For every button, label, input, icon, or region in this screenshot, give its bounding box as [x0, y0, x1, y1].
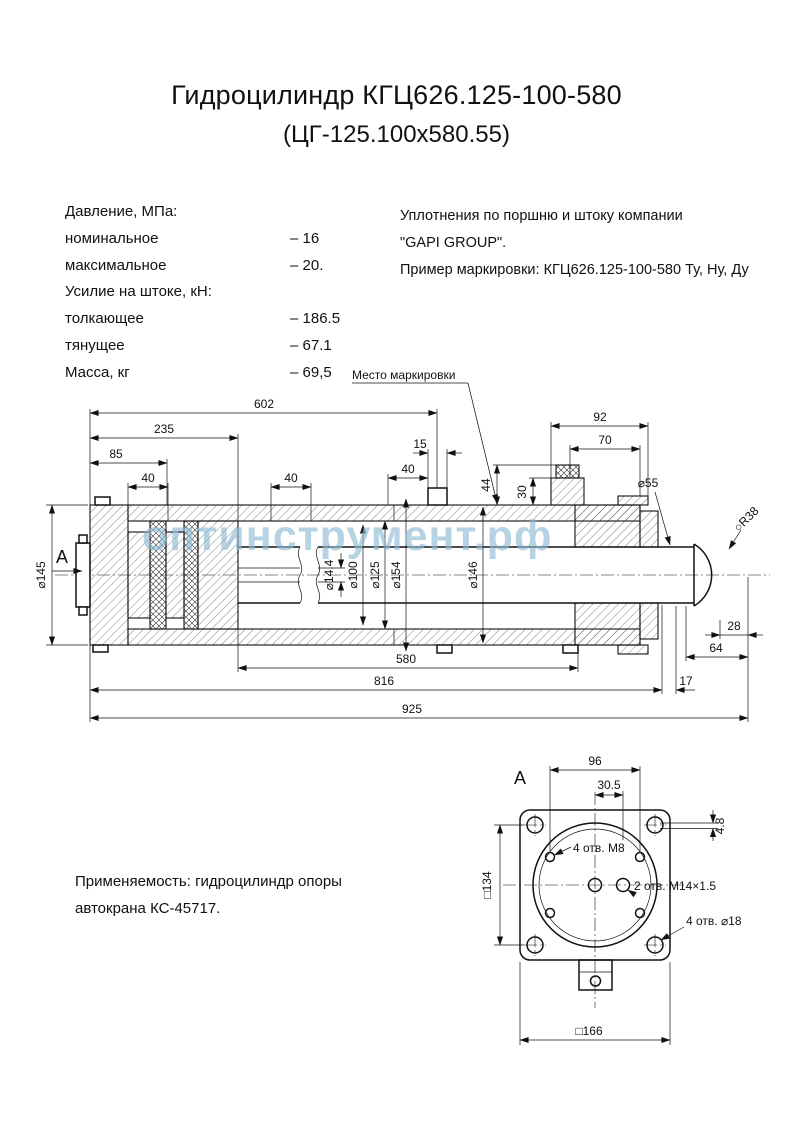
dimensions-left: ⌀145 A	[34, 504, 88, 646]
spec-label: максимальное	[65, 256, 167, 274]
dim-diameter-100: ⌀100	[346, 561, 360, 589]
spec-row: Масса, кг – 69,5	[65, 364, 395, 391]
mounting-lugs	[436, 644, 579, 654]
dim-17: 17	[679, 674, 693, 688]
label-holes-m14: 2 отв. М14×1.5	[634, 879, 716, 893]
spec-label: номинальное	[65, 229, 159, 247]
spec-label: Давление, МПа:	[65, 203, 178, 220]
spec-label: толкающее	[65, 310, 144, 328]
dim-40b: 40	[284, 471, 298, 485]
dim-235: 235	[154, 422, 174, 436]
drawing-title: Гидроцилиндр КГЦ626.125-100-580 (ЦГ-125.…	[0, 80, 793, 149]
dim-15: 15	[413, 437, 427, 451]
dim-diameter-125: ⌀125	[368, 561, 382, 589]
application-note: Применяемость: гидроцилиндр опоры автокр…	[75, 868, 342, 922]
application-line1: Применяемость: гидроцилиндр опоры	[75, 873, 342, 890]
dim-diameter-14-4: ⌀14.4	[322, 559, 336, 590]
note-line1: Уплотнения по поршню и штоку компании	[400, 208, 683, 224]
spec-label: Масса, кг	[65, 363, 130, 381]
view-a-label: A	[514, 768, 526, 788]
port-holes-m14	[587, 877, 631, 893]
view-a-flange: A	[480, 754, 742, 1045]
spec-row: толкающее – 186.5	[65, 310, 395, 337]
spec-row: Давление, МПа:	[65, 203, 395, 230]
note-line3: Пример маркировки: КГЦ626.125-100-580 Ту…	[400, 262, 749, 278]
spec-value: – 186.5	[290, 310, 341, 328]
dim-diameter-55: ⌀55	[638, 476, 659, 490]
dim-sphere-r38: ○R38	[731, 504, 762, 535]
main-section-view: Место маркировки 602 235 85 40 40	[34, 368, 770, 722]
spec-table: Давление, МПа: номинальное – 16 максимал…	[65, 203, 395, 391]
application-line2: автокрана КС-45717.	[75, 900, 221, 917]
dim-70: 70	[598, 433, 612, 447]
title-line2: (ЦГ-125.100х580.55)	[283, 121, 510, 148]
dim-28: 28	[727, 619, 741, 633]
dim-30-5: 30.5	[597, 778, 621, 792]
dim-92: 92	[593, 410, 607, 424]
dim-40a: 40	[141, 471, 155, 485]
dim-602: 602	[254, 397, 274, 411]
dim-4-8: 4.8	[713, 817, 727, 834]
rear-cap	[75, 496, 129, 653]
dimensions-diameters: ⌀14.4 ⌀100 ⌀125 ⌀154 ⌀146	[322, 498, 487, 652]
dim-diameter-154: ⌀154	[389, 561, 403, 589]
dim-96: 96	[588, 754, 602, 768]
spec-row: номинальное – 16	[65, 230, 395, 257]
dim-square-134: □134	[480, 871, 494, 899]
label-holes-18: 4 отв. ⌀18	[686, 914, 742, 928]
spec-label: тянущее	[65, 336, 125, 354]
note-line2: "GAPI GROUP".	[400, 235, 507, 251]
dim-square-166: □166	[575, 1024, 603, 1038]
spec-row: максимальное – 20.	[65, 257, 395, 284]
dim-816: 816	[374, 674, 394, 688]
dim-580: 580	[396, 652, 416, 666]
spec-value: – 20.	[290, 256, 324, 274]
marking-callout: Место маркировки	[352, 368, 498, 504]
spec-value: – 67.1	[290, 336, 332, 354]
dim-40c: 40	[401, 462, 415, 476]
spec-value: – 16	[290, 229, 320, 247]
dim-30: 30	[515, 485, 529, 499]
title-line1: Гидроцилиндр КГЦ626.125-100-580	[171, 80, 622, 110]
spec-row: тянущее – 67.1	[65, 337, 395, 364]
piston-assembly	[127, 520, 239, 630]
view-a-dimensions: 96 30.5 4.8 □134 □166 4 отв. М8 2 отв. М…	[480, 754, 742, 1045]
spec-value: – 69,5	[290, 363, 332, 381]
dim-925: 925	[402, 702, 422, 716]
gland-head	[574, 495, 659, 655]
cylinder-barrel	[127, 504, 641, 646]
port-fittings	[427, 464, 585, 506]
dim-44: 44	[479, 478, 493, 492]
dim-diameter-145: ⌀145	[34, 561, 48, 589]
spec-row: Усилие на штоке, кН:	[65, 283, 395, 310]
spherical-rod-end	[693, 543, 713, 607]
dim-85: 85	[109, 447, 123, 461]
spec-label: Усилие на штоке, кН:	[65, 283, 212, 301]
dimensions-bottom: 28 64 580 816 17 925	[89, 577, 763, 722]
seal-notes: Уплотнения по поршню и штоку компании "G…	[400, 203, 760, 284]
corner-holes-18	[524, 814, 666, 956]
bottom-boss	[578, 959, 613, 991]
dim-diameter-146: ⌀146	[466, 561, 480, 589]
view-arrow-label: A	[56, 547, 68, 567]
bolt-holes-m8	[544, 851, 646, 919]
marking-label: Место маркировки	[352, 368, 455, 382]
dim-64: 64	[709, 641, 723, 655]
label-holes-m8: 4 отв. М8	[573, 841, 625, 855]
